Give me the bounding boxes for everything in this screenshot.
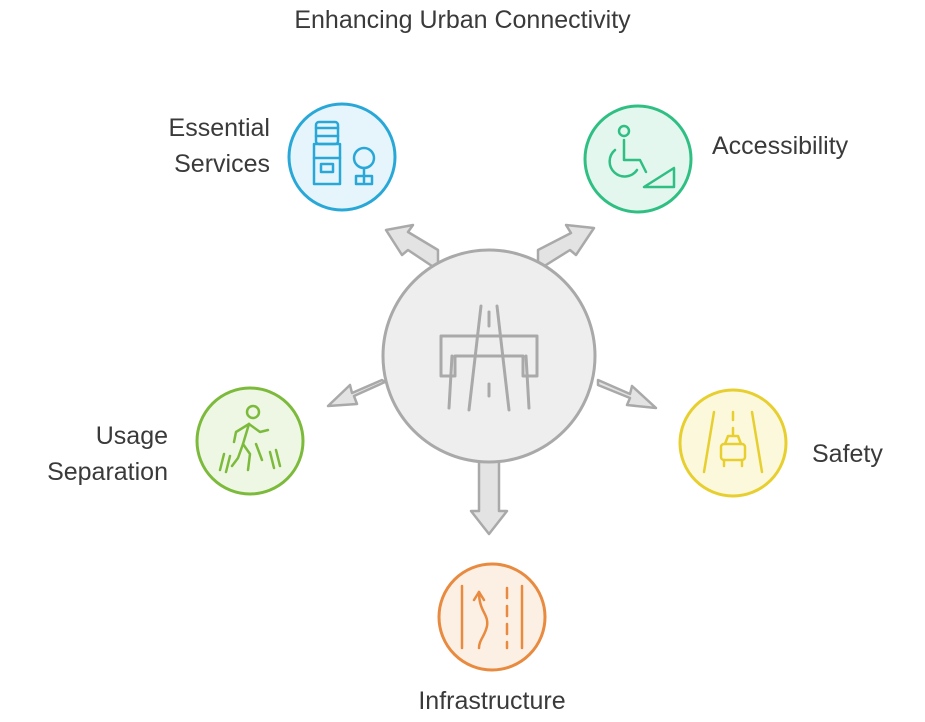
diagram-title: Enhancing Urban Connectivity [294, 6, 631, 34]
usage-separation-node [195, 386, 305, 496]
overpass-road-icon [439, 304, 539, 412]
winding-road-icon [460, 584, 524, 650]
infrastructure-label: Infrastructure [418, 687, 566, 715]
usage-separation-label: Usage Separation [10, 418, 168, 490]
infrastructure-node [437, 562, 547, 672]
wheelchair-ramp-icon [608, 124, 676, 189]
essential-services-node [287, 102, 397, 212]
essential-services-label-line1: Essential [168, 114, 270, 142]
arrow-to-infrastructure [469, 453, 509, 536]
pedestrian-walking-icon [218, 404, 282, 474]
essential-services-label-line2: Services [174, 150, 270, 178]
usage-separation-label-line2: Separation [47, 458, 168, 486]
arrow-to-accessibility [536, 223, 596, 272]
water-dispenser-and-tree-icon [312, 120, 376, 186]
arrow-to-safety [596, 378, 658, 410]
arrow-to-essential-services [384, 223, 440, 272]
car-on-road-icon [702, 410, 764, 474]
accessibility-label: Accessibility [712, 132, 849, 160]
usage-separation-label-line1: Usage [95, 422, 168, 450]
arrow-to-usage-separation [326, 378, 387, 408]
safety-label: Safety [812, 440, 883, 468]
essential-services-label: Essential Services [110, 110, 270, 182]
